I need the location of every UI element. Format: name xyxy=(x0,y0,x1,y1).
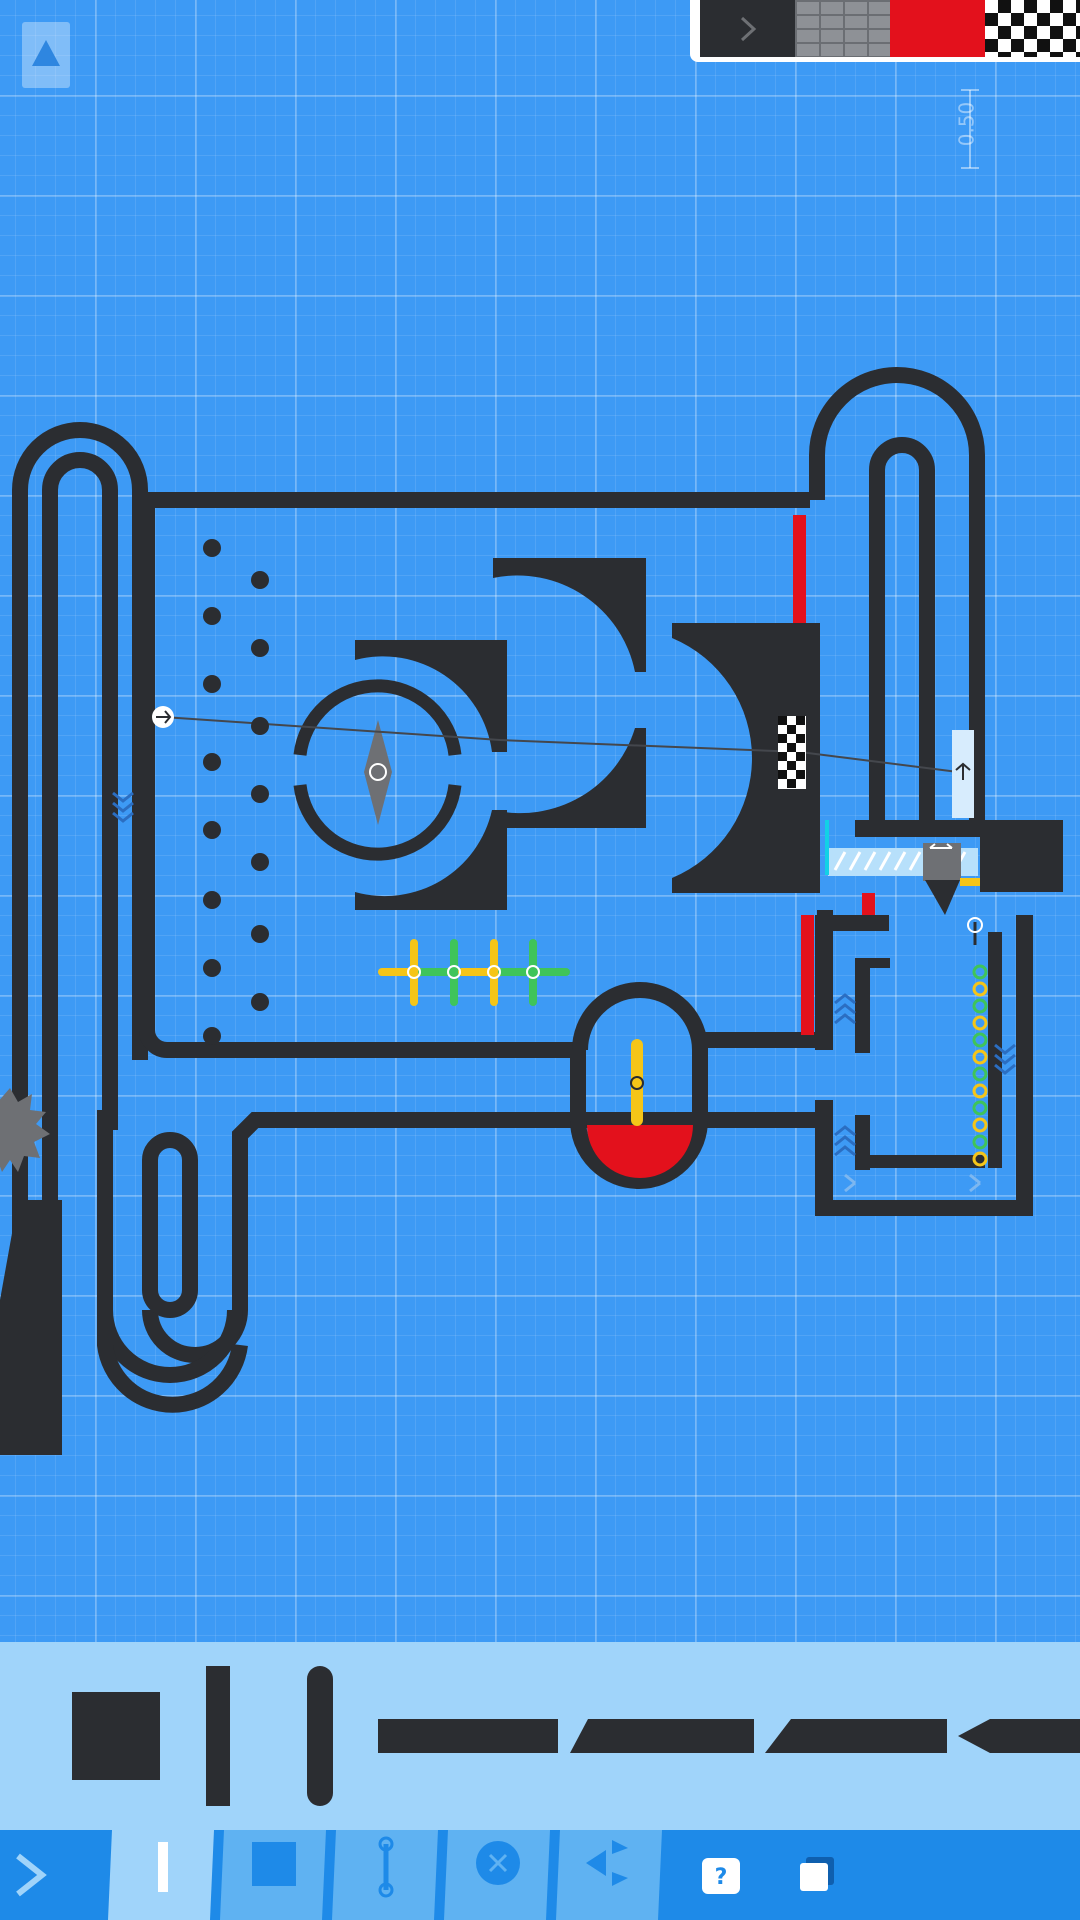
left-black-slab[interactable] xyxy=(0,1200,62,1455)
red-wall-small[interactable] xyxy=(862,893,875,919)
d-shape-left-top[interactable] xyxy=(355,640,507,752)
chevron-right-icon xyxy=(740,16,757,42)
swatch-brick[interactable] xyxy=(795,0,890,57)
tab-blocks[interactable] xyxy=(220,1830,326,1920)
tab-motors[interactable] xyxy=(444,1830,550,1920)
material-swatches xyxy=(690,0,1080,62)
trajectory-line xyxy=(162,716,959,773)
swatch-red[interactable] xyxy=(890,0,985,57)
spring-piston[interactable] xyxy=(828,843,980,915)
piece-trapezoid-left[interactable] xyxy=(570,1719,754,1753)
finish-checker[interactable] xyxy=(778,716,806,789)
collapse-toolbar-button[interactable] xyxy=(22,22,70,88)
tab-shapes[interactable] xyxy=(556,1830,662,1920)
chevron-right-icon[interactable] xyxy=(8,1852,54,1898)
cup-wall[interactable] xyxy=(570,1050,708,1189)
square-icon xyxy=(220,1830,326,1920)
x-circle-icon xyxy=(444,1830,550,1920)
piece-rounded-bar[interactable] xyxy=(307,1666,333,1806)
bar-icon xyxy=(108,1830,214,1920)
piece-trapezoid-right[interactable] xyxy=(765,1719,947,1753)
tab-walls[interactable] xyxy=(108,1830,214,1920)
d-shape-large[interactable] xyxy=(672,623,820,893)
gear-icon[interactable] xyxy=(0,1088,50,1172)
swatch-dark[interactable] xyxy=(700,0,795,57)
link-icon xyxy=(332,1830,438,1920)
ruler-label: 0.50 xyxy=(954,101,979,147)
right-hairpin-track[interactable] xyxy=(809,367,985,820)
cross-spinners[interactable] xyxy=(378,939,570,1006)
piece-wedge-arrow[interactable] xyxy=(958,1719,1080,1753)
ball-chain[interactable] xyxy=(967,917,988,1167)
piece-tall-bar[interactable] xyxy=(206,1666,230,1806)
conveyor-chevrons xyxy=(112,791,1016,1193)
main-chamber-walls[interactable] xyxy=(139,492,833,1128)
peg-dots[interactable] xyxy=(203,539,269,1045)
red-wall-top[interactable] xyxy=(793,515,806,623)
triangle-up-icon xyxy=(32,40,60,66)
d-shape-left-bottom[interactable] xyxy=(355,810,507,910)
cup-pill-spinner[interactable] xyxy=(630,1039,644,1126)
right-lower-box[interactable] xyxy=(815,820,1063,1216)
level-scene[interactable] xyxy=(0,0,1080,1642)
swatch-checkered[interactable] xyxy=(985,0,1080,57)
red-wall-mid[interactable] xyxy=(801,915,814,1035)
red-cup-liquid[interactable] xyxy=(587,1125,693,1178)
level-canvas[interactable]: 0.50 xyxy=(0,0,1080,1642)
scale-ruler xyxy=(961,89,979,169)
piece-long-bar[interactable] xyxy=(378,1719,558,1753)
half-ring-top[interactable] xyxy=(493,558,646,672)
triangles-icon xyxy=(556,1830,662,1920)
ring-spinner[interactable] xyxy=(293,679,462,861)
piece-square-block[interactable] xyxy=(72,1692,160,1780)
half-ring-bottom[interactable] xyxy=(493,728,646,828)
tab-joints[interactable] xyxy=(332,1830,438,1920)
help-icon[interactable]: ? xyxy=(702,1858,740,1894)
left-vertical-wall[interactable] xyxy=(97,1110,248,1413)
bottom-toolbar: ? xyxy=(0,1830,1080,1920)
booster-arrow-icon[interactable] xyxy=(952,730,974,818)
svg-text:?: ? xyxy=(715,1865,728,1890)
piece-palette xyxy=(0,1642,1080,1830)
copy-icon[interactable] xyxy=(797,1854,837,1894)
